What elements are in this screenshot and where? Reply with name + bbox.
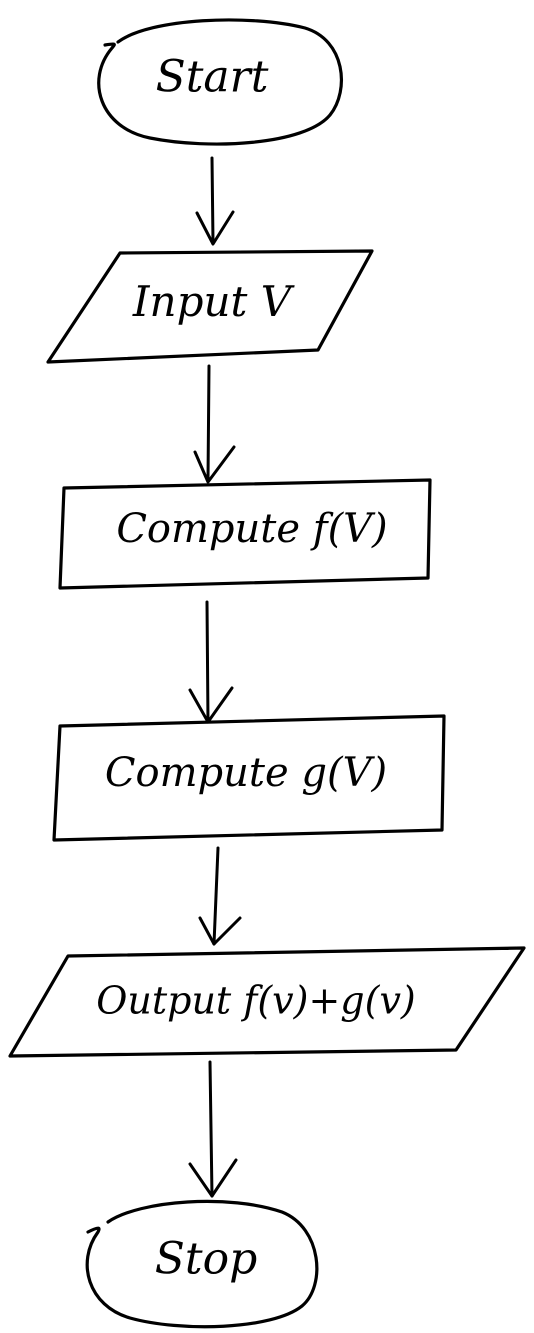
terminator-shape [85,1199,319,1329]
flowchart-edge-start-to-input [195,156,235,246]
node-label: Compute f(V) [116,506,387,552]
flowchart-node-input-v: Input V [46,249,374,364]
flowchart-edge-compute-g-to-output [198,846,242,946]
node-label: Input V [132,277,295,326]
flowchart-node-start: Start [97,18,343,146]
arrow-line [212,846,220,946]
arrow-line [205,600,210,724]
process-shape [52,714,446,842]
flowchart-node-compute-g: Compute g(V) [52,714,446,842]
arrow-line [208,1060,214,1198]
flowchart-edge-compute-f-to-compute-g [188,600,234,724]
process-shape [58,478,432,590]
arrowhead-icon [188,1158,238,1198]
flowchart-node-output-sum: Output f(v)+g(v) [8,946,526,1058]
flowchart-edge-input-to-compute-f [193,364,236,484]
arrowhead-icon [195,210,235,246]
node-label: Output f(v)+g(v) [96,979,416,1023]
arrowhead-icon [198,916,242,946]
arrowhead-icon [188,686,234,724]
flowchart-edge-output-to-stop [188,1060,238,1198]
terminator-shape [97,18,343,146]
arrow-line [210,156,215,244]
node-label: Start [156,52,269,103]
node-label: Stop [155,1234,257,1285]
arrowhead-icon [193,445,236,484]
flowchart-node-stop: Stop [85,1199,319,1329]
flowchart-node-compute-f: Compute f(V) [58,478,432,590]
input-output-shape [8,946,526,1058]
node-label: Compute g(V) [105,750,387,796]
input-output-shape [46,249,374,364]
arrow-line [206,364,211,482]
